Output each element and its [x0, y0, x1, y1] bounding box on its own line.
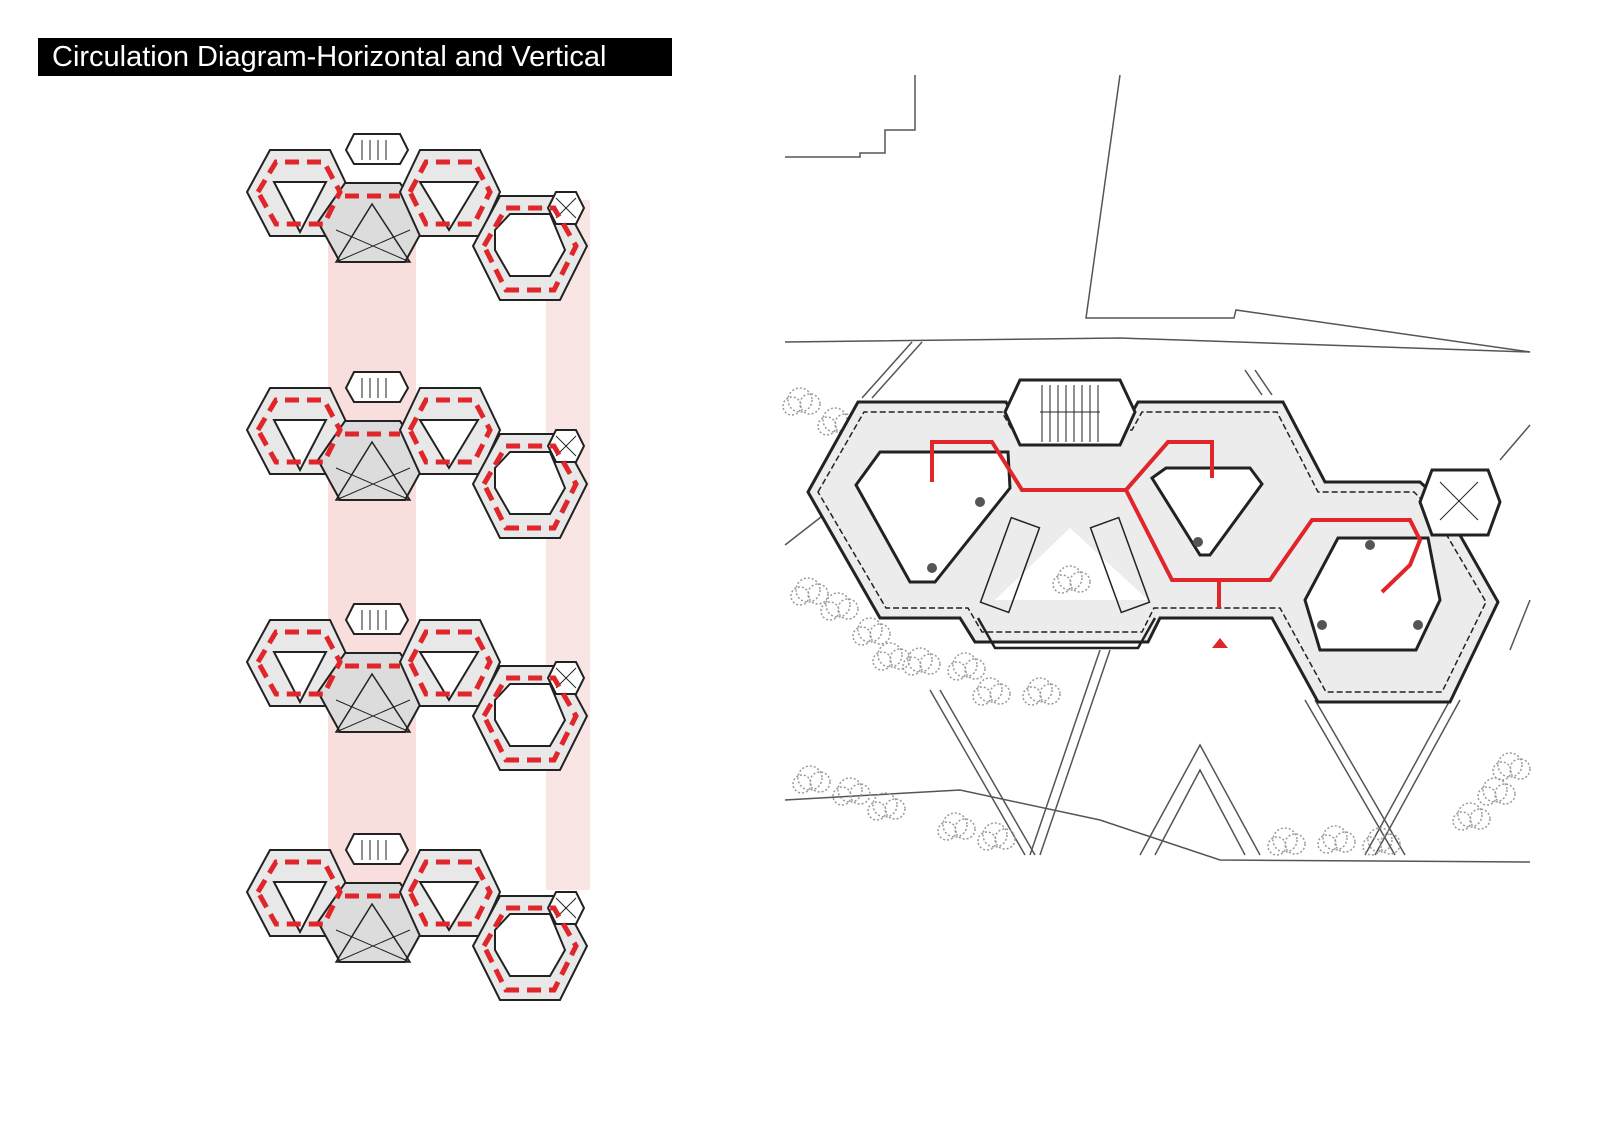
entrance-arrow-icon: [1212, 638, 1228, 648]
site-paths: [784, 341, 1531, 856]
vertical-circulation-bands: [328, 190, 590, 890]
floor-plan-level-3: [247, 604, 587, 770]
site-boundary-lines: [784, 74, 1531, 863]
floor-plan-level-2: [247, 372, 587, 538]
page-title: Circulation Diagram-Horizontal and Verti…: [38, 38, 672, 76]
floor-plan-level-4: [247, 834, 587, 1000]
ground-floor-plan: [806, 378, 1502, 704]
floor-plan-level-1: [247, 134, 587, 300]
